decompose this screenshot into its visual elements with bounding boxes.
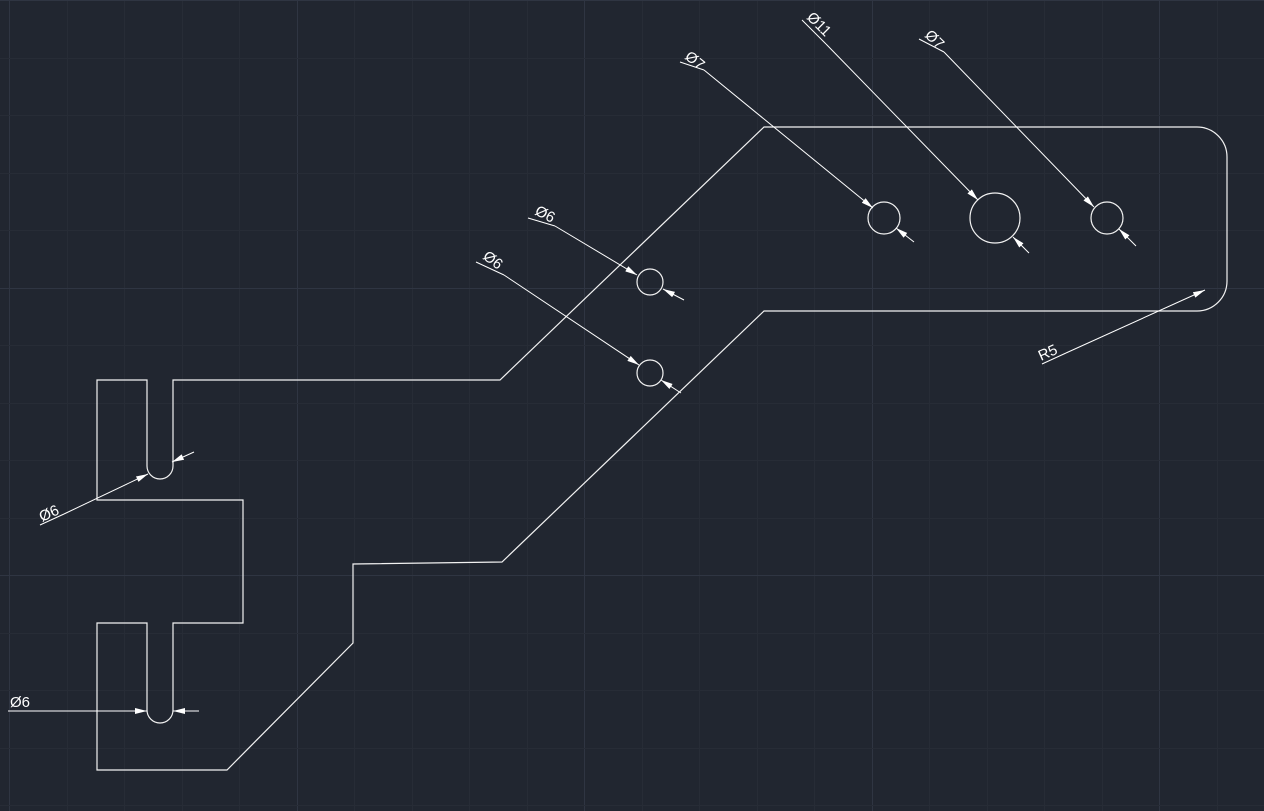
dim-label-corner-radius: R5 <box>1036 341 1060 364</box>
dimension-upper-slot[interactable]: Ø6 <box>37 451 195 526</box>
dimension-corner-radius[interactable]: R5 <box>1036 289 1206 365</box>
hole-upper-mid[interactable] <box>636 268 664 296</box>
dim-label-lower-slot: Ø6 <box>10 694 30 711</box>
hole-top-center[interactable] <box>969 192 1021 244</box>
hole-lower-mid[interactable] <box>636 359 664 387</box>
dimension-lower-slot[interactable]: Ø6 <box>8 694 199 714</box>
hole-top-left[interactable] <box>867 201 901 235</box>
hole-top-right[interactable] <box>1090 201 1124 235</box>
dim-label-upper-slot: Ø6 <box>37 502 62 526</box>
part-outline[interactable] <box>96 126 1228 771</box>
